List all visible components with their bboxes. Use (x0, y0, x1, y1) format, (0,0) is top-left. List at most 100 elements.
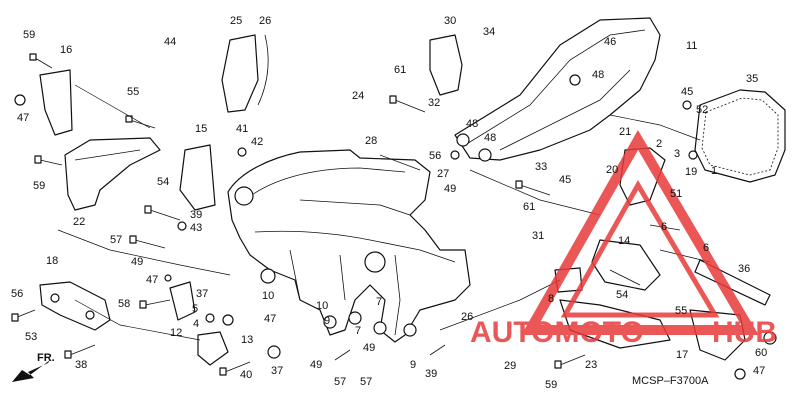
callout-40: 40 (240, 369, 252, 381)
callout-9: 9 (410, 359, 416, 371)
callout-49: 49 (363, 342, 375, 354)
callout-7: 7 (355, 325, 361, 337)
rear-panel (694, 89, 786, 183)
callout-25: 25 (230, 15, 242, 27)
callout-47: 47 (753, 365, 765, 377)
callout-5: 5 (192, 303, 198, 315)
callout-48: 48 (466, 118, 478, 130)
callout-6: 6 (661, 221, 667, 233)
callout-31: 31 (532, 230, 544, 242)
callout-49: 49 (444, 183, 456, 195)
callout-53: 53 (25, 331, 37, 343)
callout-54: 54 (157, 176, 169, 188)
callout-20: 20 (606, 164, 618, 176)
callout-58: 58 (118, 298, 130, 310)
callout-56: 56 (429, 150, 441, 162)
callout-56: 56 (11, 288, 23, 300)
engine-hanger-front (39, 69, 216, 211)
callout-47: 47 (146, 274, 158, 286)
callout-39: 39 (190, 209, 202, 221)
top-covers (221, 34, 463, 113)
callout-57: 57 (334, 376, 346, 388)
main-frame (227, 149, 471, 343)
callout-59: 59 (545, 379, 557, 391)
callout-13: 13 (241, 334, 253, 346)
callout-35: 35 (746, 73, 758, 85)
rear-subframe (454, 17, 661, 162)
callout-7: 7 (376, 296, 382, 308)
callout-60: 60 (755, 347, 767, 359)
callout-37: 37 (196, 288, 208, 300)
bracket-12-13 (169, 281, 229, 366)
callout-6: 6 (703, 242, 709, 254)
callout-34: 34 (483, 26, 495, 38)
callout-10: 10 (262, 290, 274, 302)
bolts (11, 53, 777, 380)
callout-16: 16 (60, 44, 72, 56)
callout-42: 42 (251, 136, 263, 148)
callout-10: 10 (316, 300, 328, 312)
callout-48: 48 (592, 69, 604, 81)
callout-47: 47 (17, 112, 29, 124)
callout-21: 21 (619, 126, 631, 138)
callout-28: 28 (365, 135, 377, 147)
leader-lines (57, 84, 701, 341)
callout-49: 49 (310, 359, 322, 371)
callout-47: 47 (264, 313, 276, 325)
callout-61: 61 (523, 201, 535, 213)
callout-48: 48 (484, 132, 496, 144)
callout-2: 2 (656, 138, 662, 150)
callout-11: 11 (686, 40, 697, 52)
watermark-word2: HUB (712, 316, 777, 349)
callout-39: 39 (425, 368, 437, 380)
callout-17: 17 (676, 349, 688, 361)
callout-57: 57 (110, 234, 122, 246)
lower-bracket-left (39, 281, 111, 331)
watermark-logo: AUTOMOTO HUB (470, 130, 777, 349)
callout-26: 26 (461, 311, 473, 323)
callout-59: 59 (23, 29, 35, 41)
callout-23: 23 (585, 359, 597, 371)
callout-1: 1 (711, 165, 717, 177)
callout-52: 52 (696, 104, 708, 116)
front-direction-arrow: FR. (12, 352, 55, 382)
callout-36: 36 (738, 263, 750, 275)
callout-45: 45 (681, 86, 693, 98)
callout-38: 38 (75, 359, 87, 371)
callout-57: 57 (360, 376, 372, 388)
callout-55: 55 (127, 86, 139, 98)
callout-12: 12 (170, 327, 182, 339)
callout-30: 30 (444, 15, 456, 27)
callout-45: 45 (559, 174, 571, 186)
callout-44: 44 (164, 36, 176, 48)
callout-51: 51 (670, 188, 682, 200)
callout-55: 55 (675, 305, 687, 317)
callout-4: 4 (193, 318, 199, 330)
callout-41: 41 (236, 123, 248, 135)
callout-26: 26 (259, 15, 271, 27)
callout-3: 3 (674, 148, 680, 160)
callout-32: 32 (428, 97, 440, 109)
callout-27: 27 (437, 168, 449, 180)
callout-9: 9 (324, 315, 330, 327)
callout-37: 37 (271, 365, 283, 377)
watermark-word1: AUTOMOTO (470, 316, 644, 349)
callout-18: 18 (46, 255, 58, 267)
callout-54: 54 (616, 289, 628, 301)
callout-29: 29 (504, 360, 516, 372)
callout-19: 19 (685, 166, 697, 178)
callout-14: 14 (618, 235, 630, 247)
callout-8: 8 (548, 293, 554, 305)
callout-46: 46 (604, 36, 616, 48)
callout-33: 33 (535, 161, 547, 173)
callout-61: 61 (394, 64, 406, 76)
callout-49: 49 (131, 256, 143, 268)
callout-59: 59 (33, 180, 45, 192)
callout-15: 15 (195, 123, 207, 135)
front-direction-label: FR. (37, 352, 55, 364)
callout-43: 43 (190, 222, 202, 234)
callout-24: 24 (352, 90, 364, 102)
